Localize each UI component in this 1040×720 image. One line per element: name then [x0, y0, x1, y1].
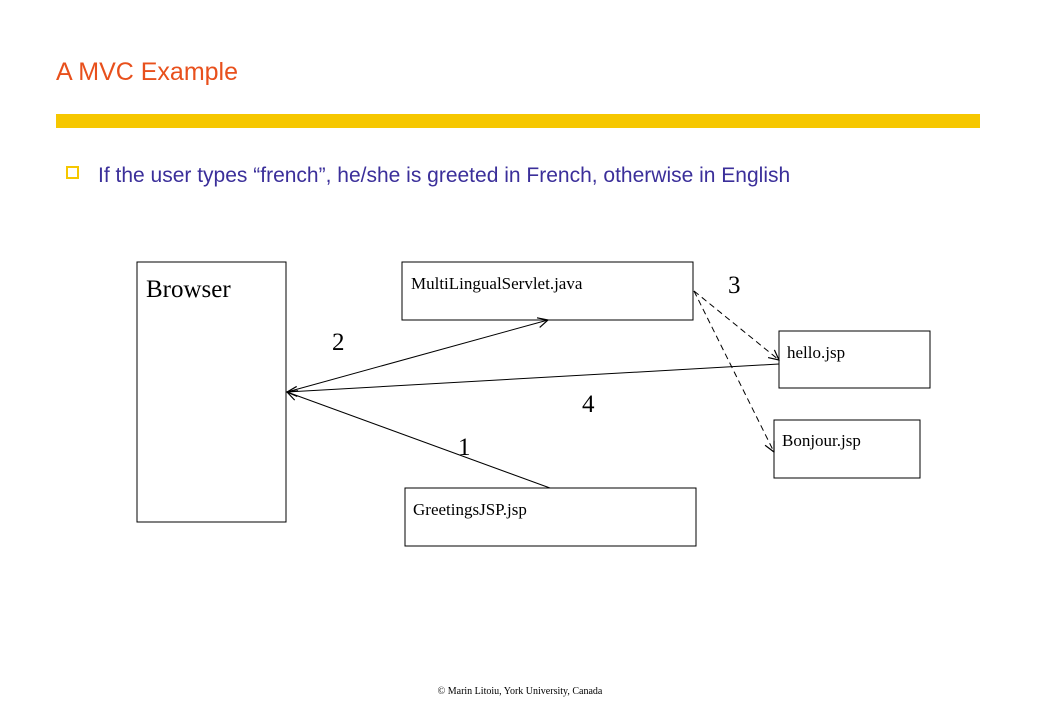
arrow-step-3-bonjour: [693, 290, 774, 452]
step-label-2: 2: [332, 329, 345, 356]
slide-title: A MVC Example: [56, 58, 239, 86]
title-underline-bar: [56, 114, 980, 128]
bullet-item: If the user types “french”, he/she is gr…: [66, 160, 926, 191]
greetings-jsp-label: GreetingsJSP.jsp: [413, 500, 527, 519]
arrow-step-3-hello: [693, 290, 779, 360]
step-label-4: 4: [582, 391, 595, 418]
arrow-step-2: [286, 320, 548, 393]
servlet-box: [401, 261, 694, 321]
step-label-3: 3: [728, 272, 741, 299]
greetings-jsp-box: [404, 487, 697, 547]
browser-label: Browser: [146, 276, 231, 303]
bonjour-jsp-label: Bonjour.jsp: [782, 431, 861, 450]
arrow-step-1: [287, 392, 551, 489]
step-label-1: 1: [458, 434, 471, 461]
servlet-label: MultiLingualServlet.java: [411, 274, 583, 293]
square-bullet-icon: [66, 166, 79, 179]
bullet-text: If the user types “french”, he/she is gr…: [98, 164, 791, 187]
arrow-step-4: [287, 363, 780, 392]
bonjour-jsp-box: [773, 419, 921, 479]
copyright-footer: © Marin Litoiu, York University, Canada: [437, 686, 603, 697]
hello-jsp-label: hello.jsp: [787, 343, 845, 362]
hello-jsp-box: [778, 330, 931, 389]
